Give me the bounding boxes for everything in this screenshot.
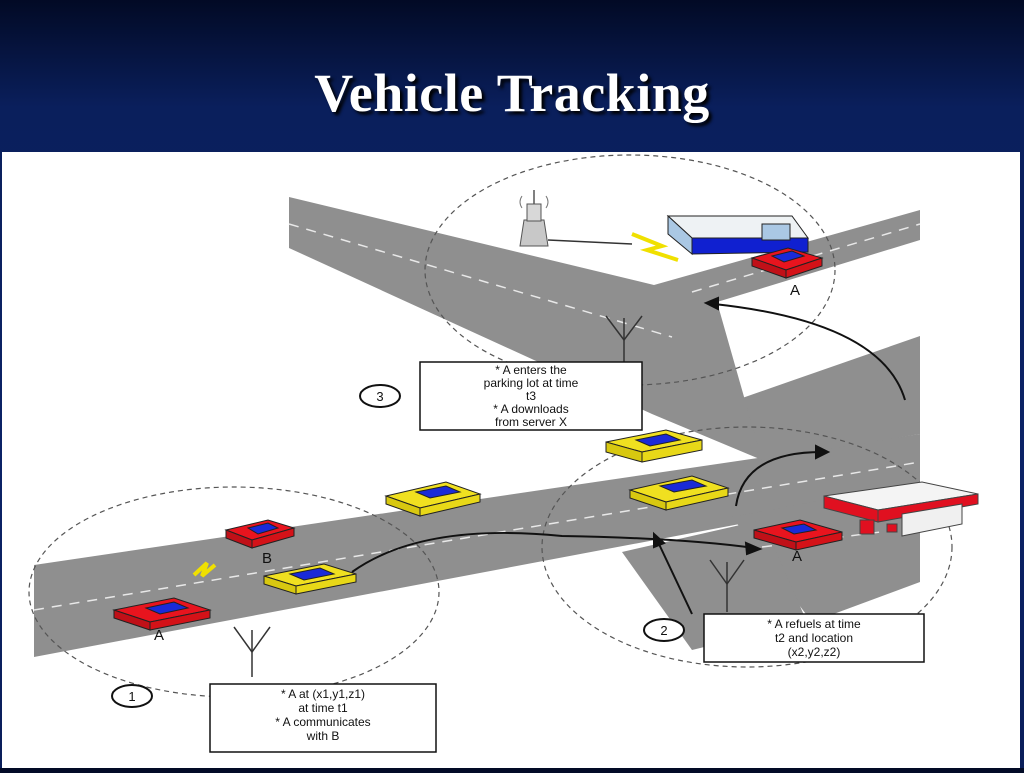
lightning-icon — [631, 232, 679, 262]
movement-arrows — [351, 296, 906, 615]
coverage-zone-1 — [28, 486, 440, 698]
slide-title: Vehicle Tracking — [314, 63, 710, 123]
zone-number-2-label: 2 — [660, 623, 667, 638]
vehicle-label-a-zone-1: A — [154, 627, 164, 644]
callout-zone-3-line-4: * A downloads — [493, 402, 568, 416]
vehicle-label-a-zone-3: A — [790, 282, 800, 299]
server-tower-icon — [519, 190, 633, 247]
callout-zone-2-line-2: t2 and location — [775, 631, 853, 645]
arrowhead-icon — [815, 444, 831, 460]
callout-zone-1-line-3: * A communicates — [275, 715, 370, 729]
antenna-icon — [233, 626, 271, 677]
zone-number-3-label: 3 — [376, 389, 383, 404]
lightning-icon — [192, 561, 217, 578]
coverage-zone-2 — [541, 426, 953, 668]
callout-zone-2-line-3: (x2,y2,z2) — [788, 645, 841, 659]
callout-zone-2: * A refuels at time t2 and location (x2,… — [703, 613, 925, 663]
arrow-loop-refuel — [735, 451, 823, 507]
car-yellow-middle — [384, 481, 482, 517]
callout-zone-3-line-3: t3 — [526, 389, 536, 403]
callout-zone-1: * A at (x1,y1,z1) at time t1 * A communi… — [209, 683, 437, 753]
road-upper-connector — [702, 336, 920, 460]
parking-building-icon — [666, 214, 809, 256]
antenna-icon — [605, 315, 643, 364]
car-yellow-left — [263, 563, 357, 595]
arrowhead-icon — [744, 541, 763, 556]
callout-zone-2-line-1: * A refuels at time — [767, 617, 861, 631]
zone-number-2: 2 — [643, 618, 685, 642]
antenna-icons — [233, 315, 745, 677]
car-yellow-upper — [605, 429, 703, 463]
callout-zone-3-line-2: parking lot at time — [484, 376, 579, 390]
callout-zone-3: * A enters the parking lot at time t3 * … — [419, 361, 643, 431]
callout-zone-1-line-1: * A at (x1,y1,z1) — [281, 687, 365, 701]
callout-zone-3-line-5: from server X — [495, 415, 567, 429]
gas-station-icon — [823, 481, 979, 537]
car-a-zone-1 — [112, 597, 212, 631]
antenna-icon — [709, 559, 745, 612]
car-a-zone-3 — [750, 247, 824, 279]
zone-number-3: 3 — [359, 384, 401, 408]
diagram-panel: B A A A * A enters the parking lot at ti… — [2, 152, 1020, 768]
callout-zone-1-line-4: with B — [306, 729, 340, 743]
vehicle-label-b: B — [262, 550, 272, 567]
vehicle-label-a-zone-2: A — [792, 548, 802, 565]
callout-zone-1-line-2: at time t1 — [298, 701, 348, 715]
car-b — [224, 519, 296, 549]
arrowhead-icon — [653, 531, 666, 549]
arrowhead-icon — [703, 296, 719, 311]
vehicle-tracking-diagram: B A A A * A enters the parking lot at ti… — [28, 154, 979, 753]
road-upper-right-centerline — [691, 223, 921, 293]
road-main-centerline — [33, 461, 921, 611]
car-yellow-right — [628, 475, 730, 511]
zone-number-1-label: 1 — [128, 689, 135, 704]
zone-number-1: 1 — [111, 684, 153, 708]
arrow-zone-2-to-3 — [713, 303, 906, 401]
callout-zone-3-line-1: * A enters the — [495, 363, 567, 377]
car-a-zone-2 — [753, 519, 843, 551]
arrow-callout-2 — [657, 541, 693, 615]
arrow-zone-1-to-2 — [351, 531, 755, 573]
